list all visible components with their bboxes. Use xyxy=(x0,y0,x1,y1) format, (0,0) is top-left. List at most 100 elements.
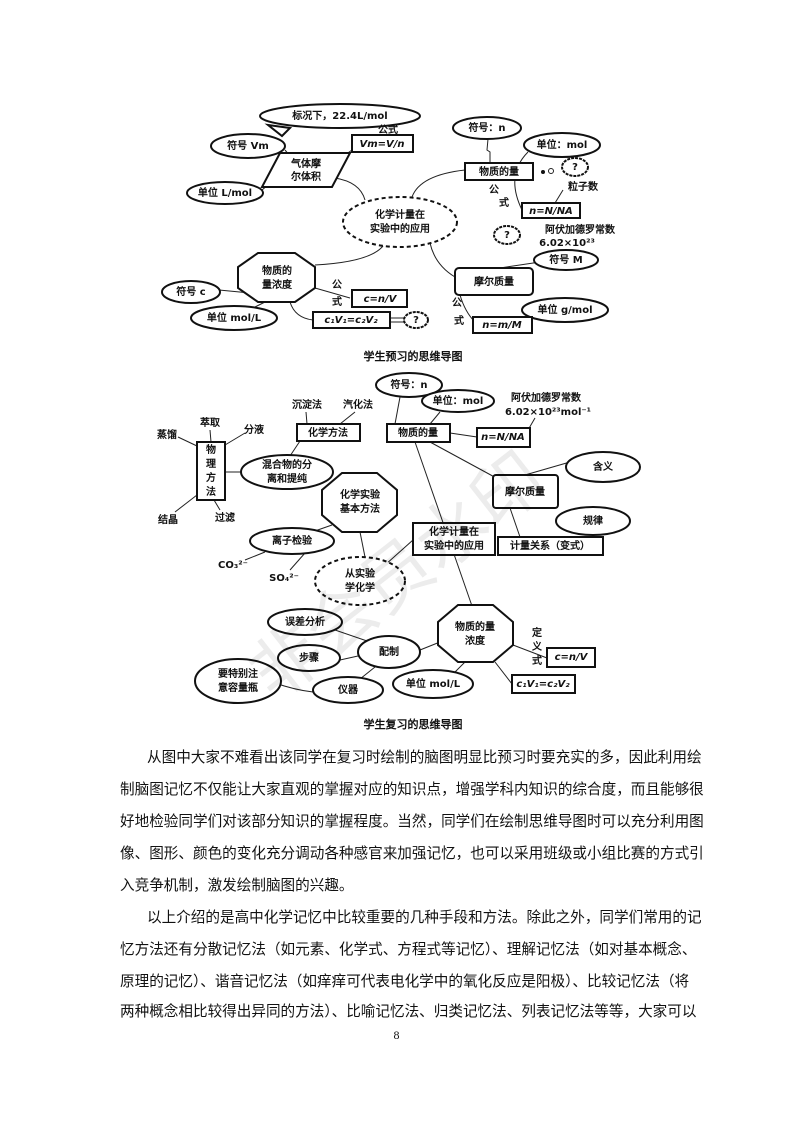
molar-mass-text: 摩尔质量 xyxy=(474,275,514,288)
filtration-label: 过滤 xyxy=(215,511,235,524)
c-formula-box xyxy=(546,647,596,668)
flask-note-text: 要特别注 xyxy=(218,667,258,680)
formula-label: 式 xyxy=(454,314,464,327)
distillation-label: 蒸馏 xyxy=(157,428,177,441)
formula-label: 公 xyxy=(489,184,499,196)
preparation-text: 配制 xyxy=(379,645,399,658)
m-symbol-text: 符号 M xyxy=(549,253,582,266)
n-unit-node xyxy=(421,389,495,413)
formula-label: 式 xyxy=(499,196,509,209)
formula-label: 公 xyxy=(452,297,462,309)
amount-node xyxy=(386,423,451,443)
vm-symbol-node xyxy=(210,133,286,159)
n-unit-text: 单位：mol xyxy=(433,394,484,407)
error-analysis-text: 误差分析 xyxy=(285,615,325,628)
n-formula-box xyxy=(476,427,531,448)
n-symbol-text: 符号：n xyxy=(390,378,427,391)
c-formula-box xyxy=(351,289,408,308)
mixture-node xyxy=(240,454,334,490)
vm-formula: Vm=V/n xyxy=(359,139,404,150)
meaning-text: 含义 xyxy=(593,460,614,473)
callout-tail xyxy=(264,123,293,138)
particles-label: 粒子数 xyxy=(568,180,599,193)
question-text: ? xyxy=(504,230,510,241)
steps-text: 步骤 xyxy=(299,651,319,664)
question-text: ? xyxy=(413,315,419,326)
chemical-method-node xyxy=(296,423,361,442)
meaning-node xyxy=(565,451,641,483)
formula-label: 公 xyxy=(332,279,342,291)
question-cloud xyxy=(561,157,589,177)
question-cloud xyxy=(403,311,429,329)
steps-node xyxy=(277,644,341,672)
ion-test-node xyxy=(249,527,335,555)
review-mind-map: 符号：n 单位：mol 阿伏加德罗常数 6.02×10²³mol⁻¹ 物质的量 … xyxy=(157,372,641,731)
figure-caption: 学生复习的思维导图 xyxy=(364,717,463,731)
concentration-text: 物质的 xyxy=(262,264,292,277)
ion-test-text: 离子检验 xyxy=(272,534,313,547)
n-unit-node xyxy=(523,132,601,158)
text-line: 从图中大家不难看出该同学在复习时绘制的脑图明显比预习时要充实的多，因此利用绘 xyxy=(147,749,702,766)
page-number: 8 xyxy=(393,1028,400,1042)
concentration-text: 量浓度 xyxy=(262,278,293,291)
figure-caption: 学生预习的思维导图 xyxy=(364,349,463,363)
molar-mass-text: 摩尔质量 xyxy=(505,485,545,498)
gas-volume-text: 尔体积 xyxy=(290,170,321,183)
mixture-text: 混合物的分 xyxy=(262,458,312,471)
from-experiment-text: 从实验 xyxy=(345,567,376,580)
definition-label: 义 xyxy=(532,640,543,653)
dilution-formula: c₁V₁=c₂V₂ xyxy=(324,315,378,326)
c-formula: c=n/V xyxy=(364,294,398,305)
rule-text: 规律 xyxy=(583,514,603,527)
vm-unit-text: 单位 L/mol xyxy=(198,186,252,199)
center-node xyxy=(412,522,496,556)
concentration-text: 浓度 xyxy=(465,634,486,647)
n-unit-text: 单位：mol xyxy=(537,138,588,151)
gas-volume-node xyxy=(260,152,352,188)
instrument-node xyxy=(312,676,384,704)
m-unit-text: 单位 g/mol xyxy=(537,303,592,316)
dilution-box xyxy=(511,674,576,694)
m-unit-node xyxy=(521,297,609,323)
preview-mind-map: 标况下，22.4L/mol 公式 Vm=V/n 符号 Vm 气体摩 尔体积 单位… xyxy=(161,103,616,363)
gas-volume-text: 气体摩 xyxy=(290,157,322,170)
standard-condition-text: 标况下，22.4L/mol xyxy=(291,109,387,122)
text-line: 以上介绍的是高中化学记忆中比较重要的几种手段和方法。除此之外，同学们常用的记 xyxy=(147,909,702,926)
concentration-text: 物质的量 xyxy=(455,620,495,633)
amount-text: 物质的量 xyxy=(398,426,438,439)
center-text: 化学计量在 xyxy=(375,208,425,221)
extraction-label: 萃取 xyxy=(200,416,221,429)
definition-label: 定 xyxy=(532,626,542,639)
basic-method-text: 化学实验 xyxy=(340,488,381,501)
physical-method-text: 方 xyxy=(206,471,216,484)
text-line: 入竞争机制，激发绘制脑图的兴趣。 xyxy=(120,877,354,894)
n-formula-box xyxy=(521,202,581,219)
formula-label: 式 xyxy=(332,295,342,308)
chemical-method-text: 化学方法 xyxy=(308,426,348,439)
c-unit-text: 单位 mol/L xyxy=(207,311,262,324)
avogadro-value: 6.02×10²³ xyxy=(539,238,595,249)
c-symbol-text: 符号 c xyxy=(176,285,205,298)
standard-condition-bubble xyxy=(259,103,421,129)
carbonate-label: CO₃²⁻ xyxy=(218,560,248,571)
avogadro-label: 阿伏加德罗常数 xyxy=(511,391,582,404)
dot xyxy=(548,168,554,174)
definition-label: 式 xyxy=(532,654,542,667)
rule-node xyxy=(555,506,631,536)
physical-method-text: 法 xyxy=(206,485,216,498)
c-unit-node xyxy=(392,669,474,699)
m-formula: n=m/M xyxy=(482,320,522,331)
n-symbol-node xyxy=(452,116,522,140)
center-text: 实验中的应用 xyxy=(370,222,430,235)
center-node xyxy=(342,196,458,248)
physical-method-text: 理 xyxy=(206,458,216,470)
relation-node xyxy=(497,536,604,556)
dilution-box xyxy=(312,311,391,329)
from-experiment-text: 学化学 xyxy=(345,581,375,594)
question-cloud xyxy=(493,225,521,245)
concentration-node xyxy=(237,252,316,303)
physical-method-node xyxy=(196,441,226,501)
crystallization-label: 结晶 xyxy=(158,513,178,526)
vaporization-label: 汽化法 xyxy=(343,398,373,411)
